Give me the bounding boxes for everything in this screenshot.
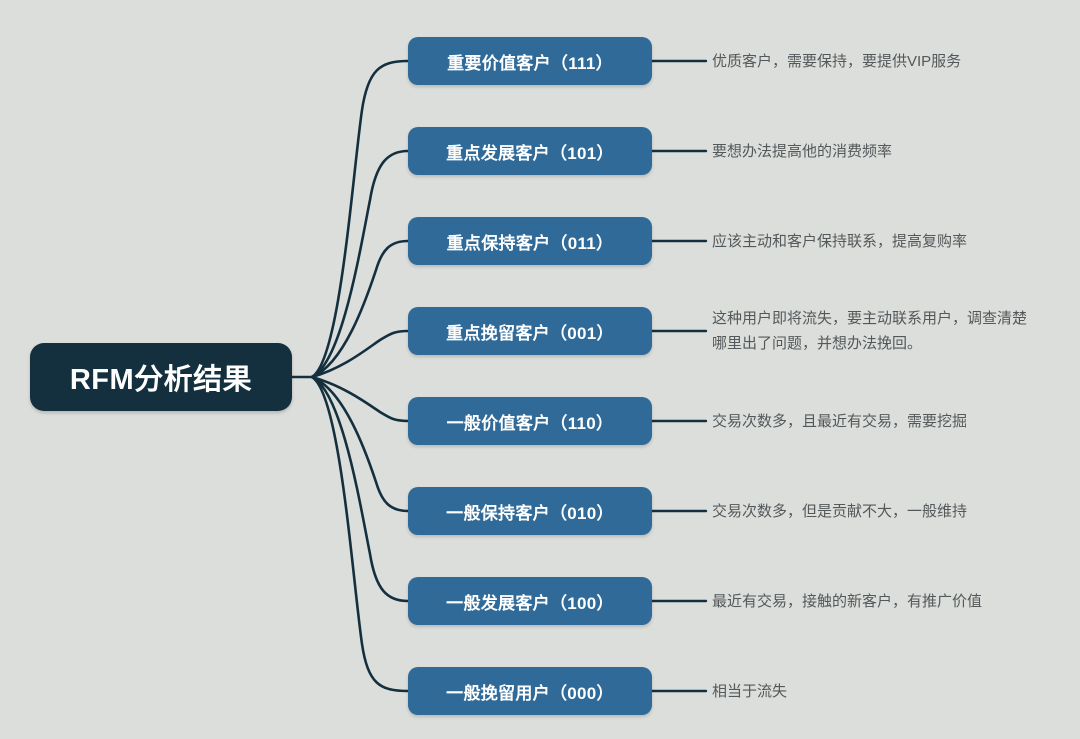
branch-node-010[interactable]: 一般保持客户（010） [408,487,652,535]
connector-branch-2 [310,149,410,379]
connector-branch-1 [310,59,410,379]
branch-description-100: 最近有交易，接触的新客户，有推广价值 [712,593,983,610]
branch-node-000[interactable]: 一般挽留用户（000） [408,667,652,715]
connector-branch-6 [310,375,410,513]
branch-node-label: 重点挽留客户（001） [446,323,614,343]
connector-branch-4 [310,329,410,379]
branch-node-label: 重点发展客户（101） [446,143,614,163]
branch-node-011[interactable]: 重点保持客户（011） [408,217,652,265]
branch-node-label: 一般发展客户（100） [446,593,614,613]
branch-description-011: 应该主动和客户保持联系，提高复购率 [712,233,968,250]
branch-description-000: 相当于流失 [712,683,788,700]
branch-node-001[interactable]: 重点挽留客户（001） [408,307,652,355]
branch-description-110: 交易次数多，且最近有交易，需要挖掘 [712,413,968,430]
branch-description-010: 交易次数多，但是贡献不大，一般维持 [712,503,968,520]
branch-node-label: 一般保持客户（010） [446,503,614,523]
branch-description-111: 优质客户，需要保持，要提供VIP服务 [712,53,962,70]
branch-node-label: 一般价值客户（110） [446,413,614,433]
branch-node-100[interactable]: 一般发展客户（100） [408,577,652,625]
connector-branch-3 [310,239,410,379]
connector-branch-7 [310,375,410,603]
branch-node-110[interactable]: 一般价值客户（110） [408,397,652,445]
branch-description-101: 要想办法提高他的消费频率 [712,143,893,160]
branch-node-label: 重要价值客户（111） [447,53,613,73]
connector-branch-8 [310,375,410,693]
branch-node-label: 重点保持客户（011） [446,233,614,253]
branch-description-001: 这种用户即将流失，要主动联系用户，调查清楚 哪里出了问题，并想办法挽回。 [712,310,1028,352]
branch-node-111[interactable]: 重要价值客户（111） [408,37,652,85]
root-node-label: RFM分析结果 [69,364,253,396]
connector-branch-5 [310,375,410,423]
root-node[interactable]: RFM分析结果 [30,343,292,411]
branch-node-101[interactable]: 重点发展客户（101） [408,127,652,175]
branch-node-label: 一般挽留用户（000） [446,683,614,703]
